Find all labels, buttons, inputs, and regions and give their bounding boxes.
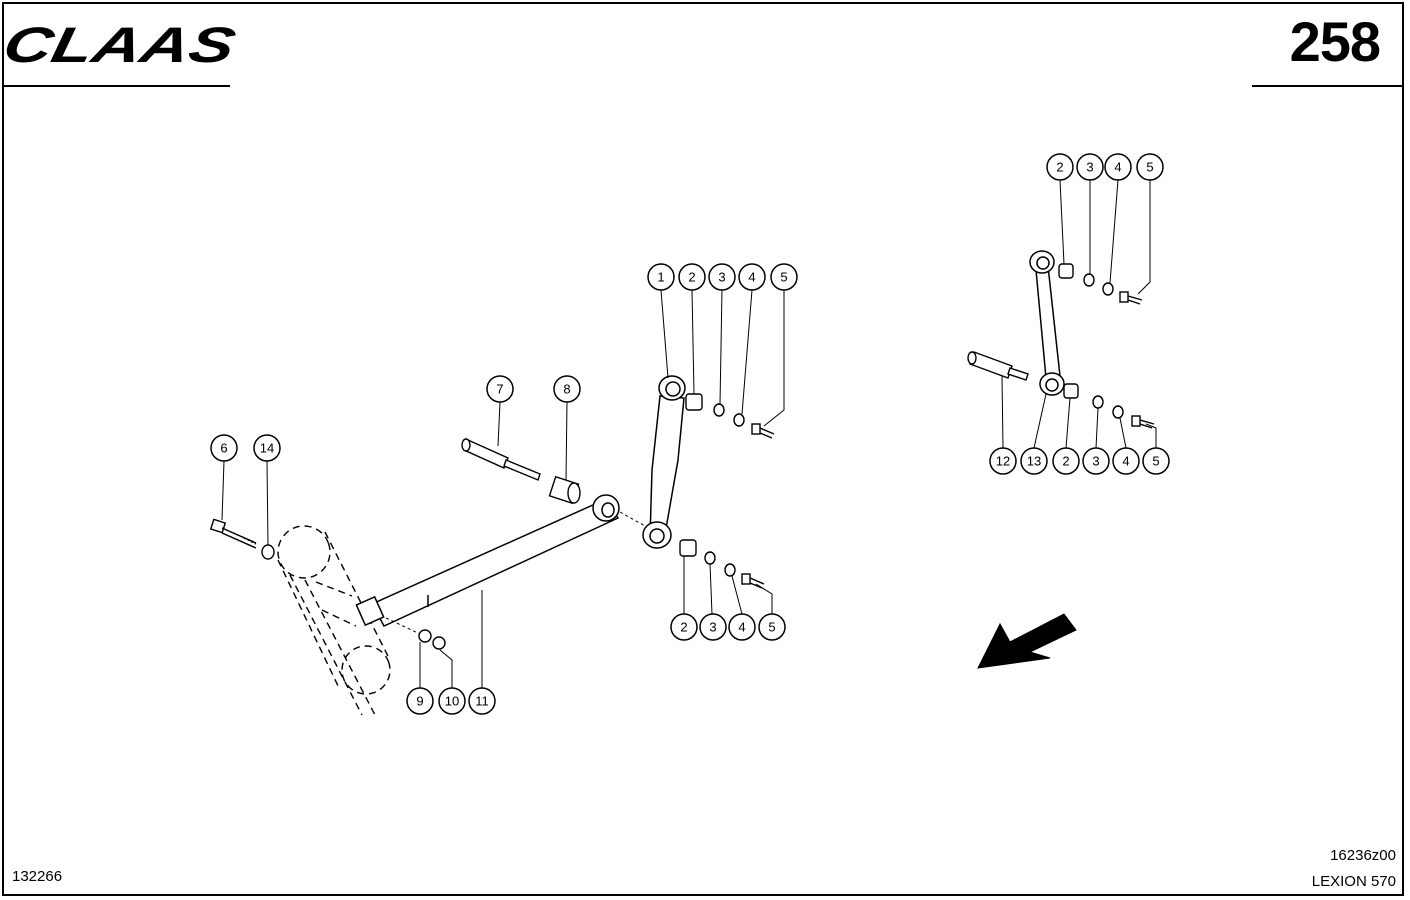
svg-text:1: 1 (657, 270, 664, 285)
svg-text:13: 13 (1027, 454, 1041, 469)
document-code: 16236z00 (1330, 847, 1396, 864)
svg-text:5: 5 (768, 620, 775, 635)
machine-model: LEXION 570 (1311, 873, 1396, 890)
callout-4: 4 (1112, 447, 1140, 475)
callout-13: 13 (1020, 447, 1048, 475)
leader-lines-right (1001, 179, 1157, 449)
svg-text:12: 12 (996, 454, 1010, 469)
bolt-5a (751, 423, 761, 435)
callout-3: 3 (708, 263, 736, 291)
washer-4a (733, 413, 745, 427)
svg-text:7: 7 (496, 382, 503, 397)
svg-text:2: 2 (688, 270, 695, 285)
bushing-8 (548, 475, 581, 505)
tie-rod-11 (355, 494, 620, 627)
lever-13 (1029, 250, 1065, 396)
callout-8: 8 (553, 375, 581, 403)
svg-text:6: 6 (220, 441, 227, 456)
washer-3a (713, 403, 725, 417)
callout-4: 4 (728, 613, 756, 641)
axle-housing-dashed (277, 525, 391, 716)
left-upper-hardware (685, 393, 775, 439)
callout-2: 2 (678, 263, 706, 291)
callout-6: 6 (210, 434, 238, 462)
svg-text:5: 5 (1146, 160, 1153, 175)
travel-direction-arrow (977, 613, 1077, 669)
svg-text:3: 3 (1086, 160, 1093, 175)
pin-7 (461, 438, 541, 481)
callout-4: 4 (738, 263, 766, 291)
bushing-2a (685, 393, 703, 411)
svg-text:5: 5 (1152, 454, 1159, 469)
lever-1 (642, 375, 686, 549)
washer-14 (261, 544, 275, 560)
svg-text:9: 9 (416, 694, 423, 709)
svg-text:3: 3 (709, 620, 716, 635)
svg-text:5: 5 (780, 270, 787, 285)
callout-3: 3 (1082, 447, 1110, 475)
svg-text:14: 14 (260, 441, 274, 456)
svg-text:2: 2 (1056, 160, 1063, 175)
bolt-6 (209, 518, 257, 549)
callout-10: 10 (438, 687, 466, 715)
svg-text:2: 2 (680, 620, 687, 635)
svg-text:4: 4 (738, 620, 745, 635)
nut-10 (432, 636, 446, 650)
drawing-id: 132266 (12, 868, 63, 885)
callout-1: 1 (647, 263, 675, 291)
callout-3: 3 (699, 613, 727, 641)
callout-3: 3 (1076, 153, 1104, 181)
callout-9: 9 (406, 687, 434, 715)
svg-text:11: 11 (475, 694, 489, 709)
callout-11: 11 (468, 687, 496, 715)
svg-text:4: 4 (748, 270, 755, 285)
callout-2: 2 (670, 613, 698, 641)
washer-9 (418, 629, 432, 643)
pin-12 (967, 351, 1029, 381)
svg-text:4: 4 (1122, 454, 1129, 469)
callout-5: 5 (1142, 447, 1170, 475)
left-lower-hardware (679, 539, 765, 589)
callout-4: 4 (1104, 153, 1132, 181)
callout-14: 14 (253, 434, 281, 462)
leader-lines-left (221, 289, 785, 688)
right-lower-hardware (1063, 383, 1155, 429)
svg-text:4: 4 (1114, 160, 1121, 175)
callout-5: 5 (770, 263, 798, 291)
svg-text:10: 10 (445, 694, 459, 709)
svg-text:3: 3 (1092, 454, 1099, 469)
svg-text:CLAAS: CLAAS (0, 17, 241, 73)
callout-2: 2 (1052, 447, 1080, 475)
callout-2: 2 (1046, 153, 1074, 181)
svg-text:3: 3 (718, 270, 725, 285)
svg-text:8: 8 (563, 382, 570, 397)
callout-5: 5 (1136, 153, 1164, 181)
page-number: 258 (1289, 10, 1381, 73)
right-upper-hardware (1058, 263, 1143, 305)
callout-5: 5 (758, 613, 786, 641)
svg-text:2: 2 (1062, 454, 1069, 469)
callout-7: 7 (486, 375, 514, 403)
callout-group: 1 2 3 4 5 2 3 4 5 6 14 7 8 9 10 11 2 3 4… (210, 153, 1170, 715)
claas-logo: CLAAS (0, 17, 241, 73)
callout-12: 12 (989, 447, 1017, 475)
